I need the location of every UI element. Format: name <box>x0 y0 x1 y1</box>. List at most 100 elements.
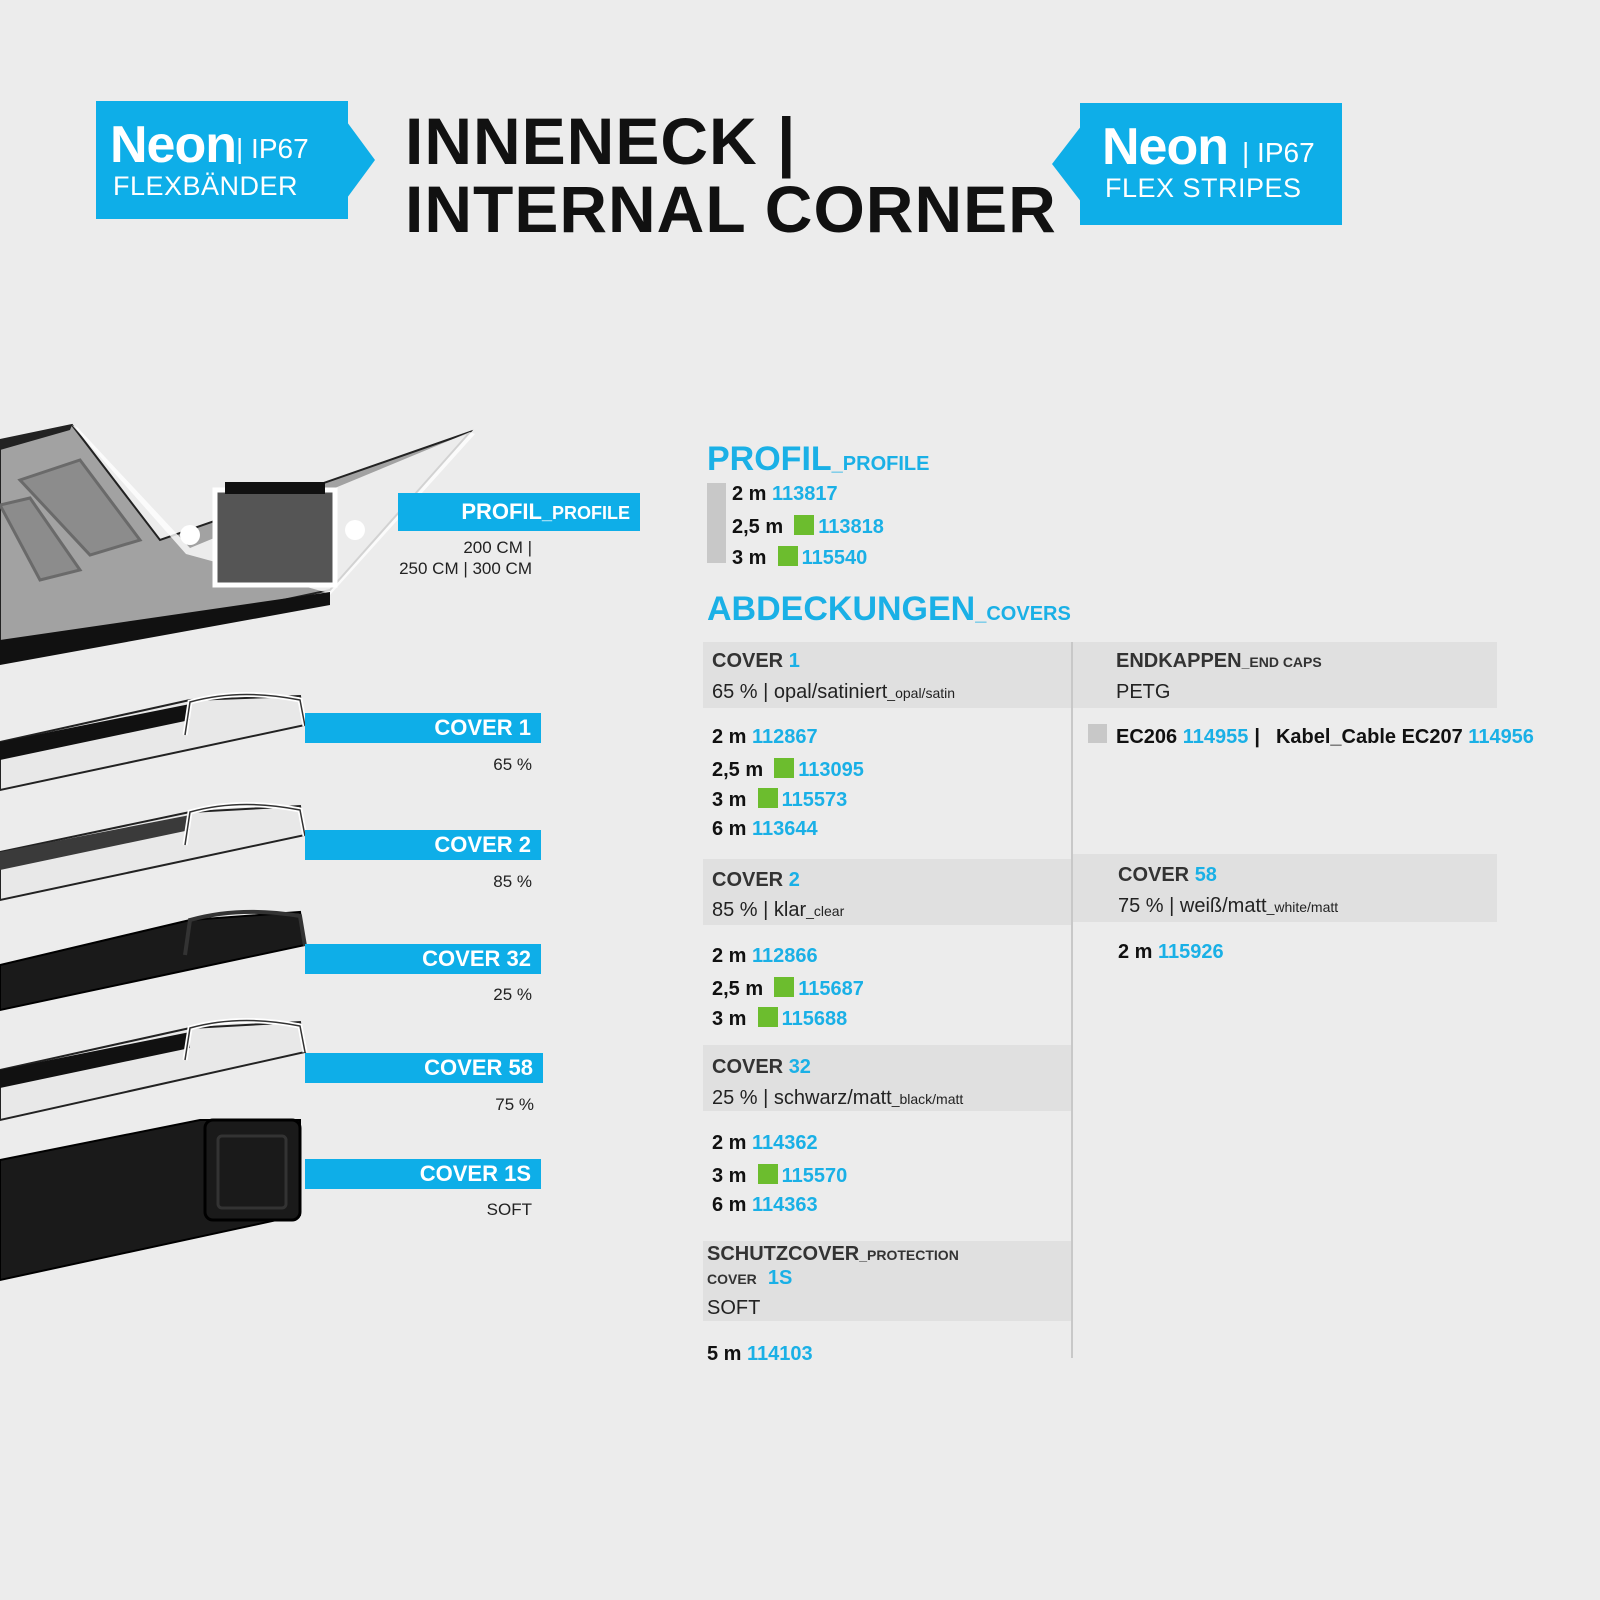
row-length: 3 m <box>712 1165 747 1187</box>
brand-badge-left: Neon | IP67 FLEXBÄNDER <box>96 101 348 219</box>
profil-heading-sub: _PROFILE <box>831 453 930 475</box>
page-title-line1: INNENECK | <box>405 104 797 178</box>
covers-heading-sub: _COVERS <box>975 603 1071 625</box>
row-length: 2,5 m <box>712 759 764 781</box>
cover1s-drawing <box>0 1118 302 1282</box>
cover-name: COVER <box>1118 864 1190 886</box>
product-illustration <box>0 423 475 1282</box>
row-code: 114362 <box>752 1132 818 1154</box>
row-code: 113644 <box>752 818 818 840</box>
endcaps-row: EC206 114955|Kabel_Cable EC207 114956 <box>1116 727 1534 747</box>
row-length: 2,5 m <box>712 978 764 1000</box>
cover2-title: COVER 2 <box>712 870 800 890</box>
cover1-row: 2 m 112867 <box>712 727 818 747</box>
cover2-panel <box>703 859 1071 925</box>
row-length: 6 m <box>712 818 747 840</box>
label-profil: PROFIL_PROFILE <box>398 493 640 531</box>
row-code: 115540 <box>801 547 868 569</box>
endcaps-panel <box>1073 642 1497 708</box>
cover2-desc: 85 % | klar_clear <box>712 900 844 920</box>
covers-heading-main: ABDECKUNGEN <box>707 590 976 628</box>
cover1-row: 2,5 m 113095 <box>712 758 864 780</box>
cover32-row: 6 m 114363 <box>712 1195 818 1215</box>
protection-title: SCHUTZCOVER_PROTECTION <box>707 1244 959 1264</box>
cover-desc: 25 % | schwarz/matt <box>712 1087 892 1109</box>
protection-row: 5 m 114103 <box>707 1344 813 1364</box>
label-cover32: COVER 32 <box>305 944 541 974</box>
available-marker <box>777 546 798 566</box>
row-code: 114363 <box>752 1194 818 1216</box>
cover58-drawing <box>0 1017 308 1122</box>
badge-right-arrow <box>1052 125 1082 203</box>
cover58-panel <box>1073 854 1497 922</box>
row-code: 115573 <box>781 789 848 811</box>
cover32-row: 2 m 114362 <box>712 1133 818 1153</box>
endcaps-name: ENDKAPPEN <box>1116 650 1242 672</box>
covers-heading: ABDECKUNGEN_COVERS <box>707 592 1071 626</box>
cover1-desc: 65 % | opal/satiniert_opal/satin <box>712 682 955 702</box>
cover-number: 32 <box>788 1056 811 1078</box>
row-length: 5 m <box>707 1343 742 1365</box>
row-length: 2 m <box>712 945 747 967</box>
profil-row: 2,5 m 113818 <box>732 515 884 537</box>
cover-desc: 65 % | opal/satiniert <box>712 681 888 703</box>
cover58-desc: 75 % | weiß/matt_white/matt <box>1118 896 1338 916</box>
profil-heading-main: PROFIL <box>707 440 832 478</box>
cover-desc-sub: _white/matt <box>1266 899 1339 915</box>
profil-lengths-1: 200 CM | <box>463 538 532 557</box>
cover32-drawing <box>0 909 307 1012</box>
badge-brand: Neon <box>110 116 237 174</box>
profil-heading: PROFIL_PROFILE <box>707 442 929 476</box>
row-length: 2 m <box>1118 941 1153 963</box>
cover-desc-sub: _opal/satin <box>887 685 956 701</box>
protection-panel <box>703 1241 1071 1321</box>
row-code: 115688 <box>781 1008 848 1030</box>
label-cover2-value: 85 % <box>493 872 532 891</box>
available-marker <box>774 977 795 997</box>
row-length: 3 m <box>732 547 767 569</box>
brand-badge-right: Neon | IP67 FLEX STRIPES <box>1080 103 1342 225</box>
endcap-item: Kabel_Cable EC207 <box>1275 726 1463 748</box>
column-divider <box>1071 642 1073 1358</box>
available-marker <box>757 1164 778 1184</box>
row-length: 2 m <box>712 726 747 748</box>
profil-color-bar <box>707 483 726 563</box>
cover-number: 58 <box>1194 864 1217 886</box>
cover-number: 1S <box>767 1267 793 1289</box>
row-code: 113818 <box>818 516 884 538</box>
label-cover1s: COVER 1S <box>305 1159 541 1189</box>
badge-brand: Neon <box>1102 118 1229 176</box>
endcaps-name-sub: _END CAPS <box>1241 654 1322 670</box>
badge-ip: | IP67 <box>236 133 309 164</box>
profil-row: 2 m 113817 <box>732 484 838 504</box>
cover1-title: COVER 1 <box>712 651 800 671</box>
row-length: 6 m <box>712 1194 747 1216</box>
cover58-title: COVER 58 <box>1118 865 1217 885</box>
label-cover58: COVER 58 <box>305 1053 543 1083</box>
profil-row: 3 m 115540 <box>732 546 867 568</box>
badge-ip: | IP67 <box>1242 137 1315 168</box>
cover32-panel <box>703 1045 1071 1111</box>
endcaps-desc: PETG <box>1116 681 1171 703</box>
profil-lengths-2: 250 CM | 300 CM <box>399 559 532 578</box>
row-length: 2 m <box>732 483 767 505</box>
endcap-item: EC206 <box>1116 726 1178 748</box>
cover-number: 1 <box>788 650 800 672</box>
cover2-row: 2 m 112866 <box>712 946 818 966</box>
cover2-drawing <box>0 801 308 902</box>
row-code: 113095 <box>798 759 864 781</box>
cover1-panel <box>703 642 1071 708</box>
protection-title-line2: COVER 1S <box>707 1268 792 1288</box>
badge-sub: FLEXBÄNDER <box>113 171 299 201</box>
row-code: 112867 <box>752 726 818 748</box>
label-cover1-value: 65 % <box>493 755 532 774</box>
cover-name: SCHUTZCOVER <box>707 1243 860 1265</box>
profile-drawing <box>0 423 475 665</box>
available-marker <box>774 758 795 778</box>
endcaps-color-swatch <box>1088 724 1107 743</box>
available-marker <box>757 1007 778 1027</box>
cover-number: 2 <box>788 869 800 891</box>
endcaps-title: ENDKAPPEN_END CAPS <box>1116 651 1322 671</box>
separator: | <box>1254 726 1260 748</box>
label-cover2: COVER 2 <box>305 830 541 860</box>
